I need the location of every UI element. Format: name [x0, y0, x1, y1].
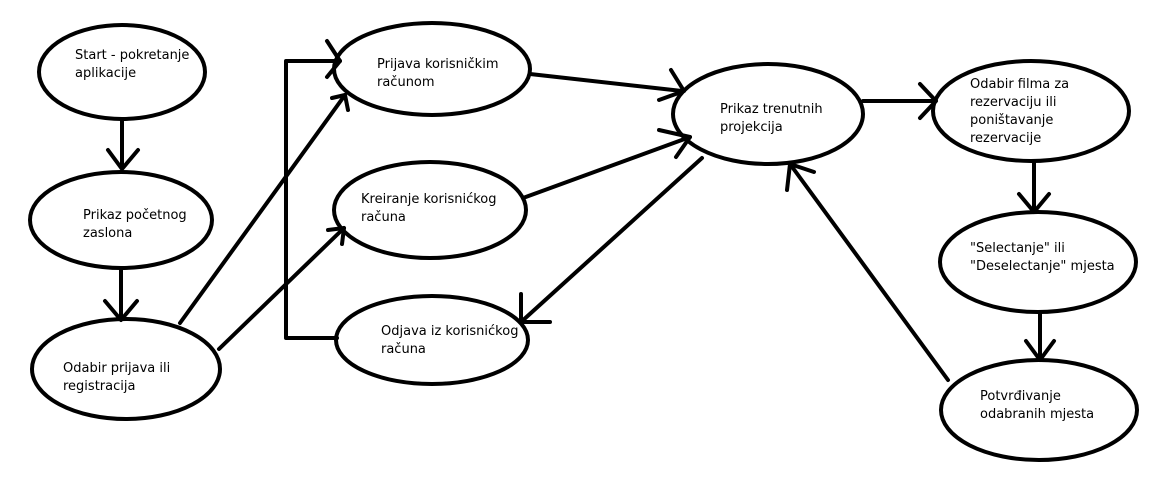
edge-start-home-arrowhead	[106, 148, 140, 171]
node-select-label: "Selectanje" ili "Deselectanje" mjesta	[970, 241, 1115, 274]
node-film-label: Odabir filma za rezervaciju ili poništav…	[970, 77, 1070, 146]
edge-projections-logout-arrowhead	[519, 292, 552, 324]
node-choose-label: Odabir prijava ili registracija	[63, 361, 171, 394]
node-choose-ellipse	[30, 317, 222, 421]
edge-create-projections-arrowhead	[657, 128, 692, 159]
node-logout-label: Odjava iz korisnićkog računa	[381, 324, 519, 357]
edge-select-confirm-arrowhead	[1024, 339, 1056, 362]
node-create-ellipse	[332, 160, 528, 260]
edge-film-select-arrowhead	[1017, 192, 1051, 214]
edge-logout-login	[284, 59, 342, 340]
edge-choose-create	[217, 226, 346, 351]
node-projections-ellipse	[671, 62, 865, 166]
edge-choose-login-arrowhead	[330, 93, 350, 112]
edge-projections-film-arrowhead	[918, 82, 938, 120]
edge-logout-login-arrowhead	[325, 39, 342, 79]
edge-confirm-projections-arrowhead	[785, 162, 816, 192]
node-create-label: Kreiranje korisnićkog računa	[361, 192, 497, 225]
node-projections-label: Prikaz trenutnih projekcija	[720, 102, 823, 135]
edge-login-projections-arrowhead	[657, 68, 686, 102]
node-start-label: Start - pokretanje aplikacije	[75, 48, 190, 81]
edge-choose-login	[178, 93, 347, 325]
edge-choose-create-arrowhead	[326, 226, 346, 246]
node-home-label: Prikaz početnog zaslona	[83, 208, 187, 241]
node-film-ellipse	[931, 59, 1131, 163]
edge-home-choose-arrowhead	[103, 299, 139, 322]
node-login-label: Prijava korisničkim računom	[377, 57, 499, 90]
edge-login-projections	[528, 72, 684, 93]
edge-confirm-projections	[788, 162, 950, 382]
edge-projections-logout	[519, 156, 704, 324]
edge-create-projections	[521, 135, 692, 200]
node-confirm-label: Potvrđivanje odabranih mjesta	[980, 389, 1095, 422]
